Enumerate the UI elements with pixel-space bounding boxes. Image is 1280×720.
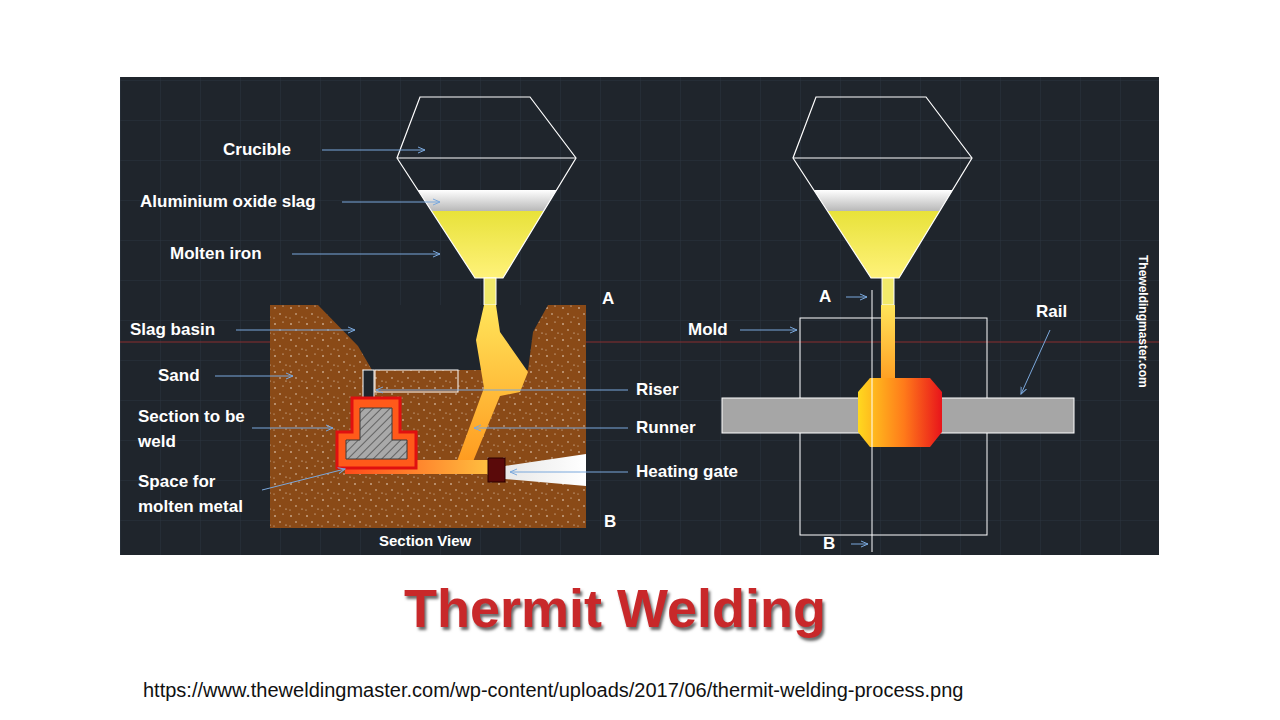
part-label: Space for molten metal [138,469,270,519]
part-label: Heating gate [636,462,738,482]
source-url: https://www.theweldingmaster.com/wp-cont… [143,678,963,702]
part-label: Mold [688,320,728,340]
section-marker: A [819,287,831,307]
part-label: Aluminium oxide slag [140,192,316,212]
part-label: Section to be weld [138,404,250,454]
part-label: Molten iron [170,244,262,264]
diagram-title: Thermit Welding [404,576,826,640]
section-marker: B [604,512,616,532]
part-label: Crucible [223,140,291,160]
part-label: Slag basin [130,320,215,340]
watermark: Theweldingmaster.com [1136,255,1150,388]
part-label: Sand [158,366,200,386]
section-marker: B [823,534,835,554]
part-label: Rail [1036,302,1067,322]
view-caption: Section View [379,531,471,551]
part-label: Riser [636,380,679,400]
section-marker: A [602,289,614,309]
part-label: Runner [636,418,696,438]
